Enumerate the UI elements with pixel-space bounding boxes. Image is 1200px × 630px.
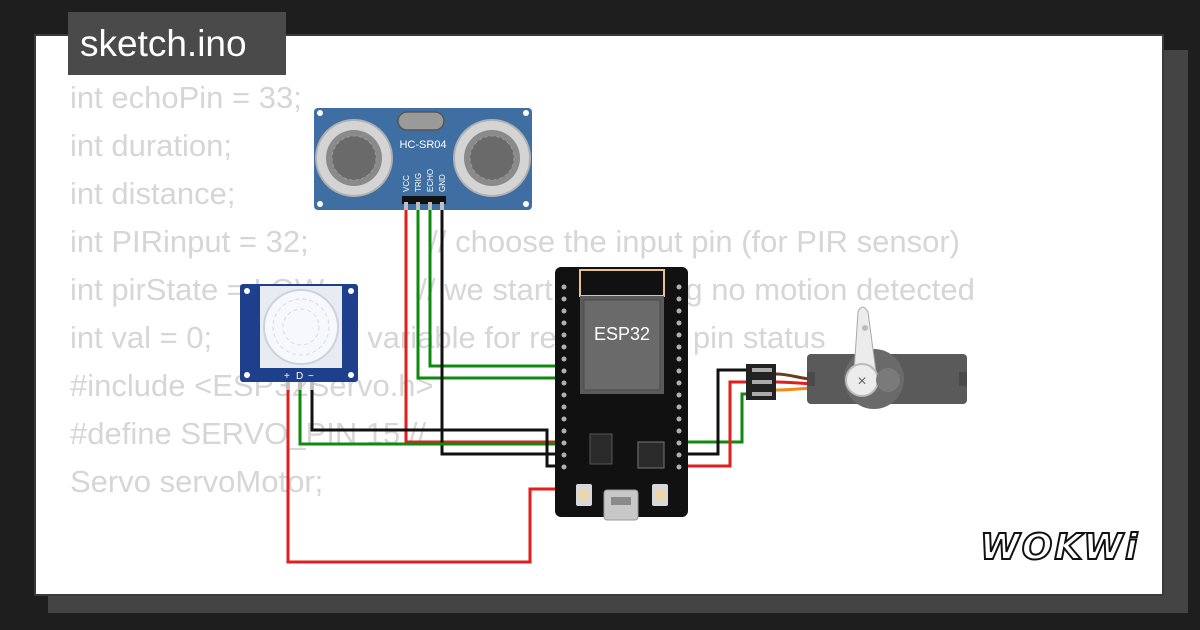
wires bbox=[286, 207, 754, 564]
servo-motor[interactable]: × bbox=[746, 306, 967, 409]
pir-pin-data: D bbox=[296, 371, 303, 382]
pin-label-gnd: GND bbox=[438, 174, 447, 192]
wokwi-logo: WOKWi bbox=[974, 519, 1144, 576]
sketch-filename-tab[interactable]: sketch.ino bbox=[68, 12, 286, 75]
sensor-label: HC-SR04 bbox=[399, 139, 446, 151]
circuit-diagram: HC-SR04 VCC TRIG ECHO GND + D − bbox=[240, 108, 967, 564]
pin-label-echo: ECHO bbox=[426, 169, 435, 192]
code-line: int duration; bbox=[70, 128, 232, 163]
esp32-right-pins bbox=[676, 284, 682, 470]
code-line: int distance; bbox=[70, 176, 236, 211]
pir-pin-vcc: + bbox=[284, 371, 290, 382]
project-preview-card[interactable]: int trigPin = 25;int echoPin = 33;int du… bbox=[34, 34, 1164, 596]
wire-servo-gnd bbox=[683, 368, 754, 456]
pin-label-trig: TRIG bbox=[414, 173, 423, 192]
wire-echo bbox=[428, 207, 558, 368]
pir-pin-gnd: − bbox=[308, 371, 314, 382]
esp32-left-pins bbox=[561, 284, 567, 470]
wire-gnd bbox=[440, 207, 558, 456]
esp32-label: ESP32 bbox=[594, 324, 650, 344]
pir-sensor[interactable]: + D − bbox=[240, 284, 358, 390]
esp32-board[interactable]: ESP32 bbox=[555, 267, 688, 521]
wire-pir-data bbox=[298, 386, 558, 446]
svg-text:×: × bbox=[857, 373, 866, 390]
wire-pir-vcc bbox=[286, 386, 558, 564]
wire-pir-gnd bbox=[310, 386, 558, 468]
wire-servo-vcc bbox=[683, 380, 754, 468]
code-line: int echoPin = 33; bbox=[70, 80, 302, 115]
wokwi-logo-mark: WOKWi bbox=[979, 526, 1139, 569]
pin-label-vcc: VCC bbox=[402, 175, 411, 192]
wire-vcc bbox=[404, 207, 558, 444]
logo-text: WOKWi bbox=[980, 527, 1139, 568]
code-line: int PIRinput = 32; // choose the input p… bbox=[70, 224, 960, 259]
code-line: Servo servoMotor; bbox=[70, 464, 324, 499]
wire-trig bbox=[416, 207, 558, 380]
ultrasonic-sensor[interactable]: HC-SR04 VCC TRIG ECHO GND bbox=[314, 108, 532, 210]
